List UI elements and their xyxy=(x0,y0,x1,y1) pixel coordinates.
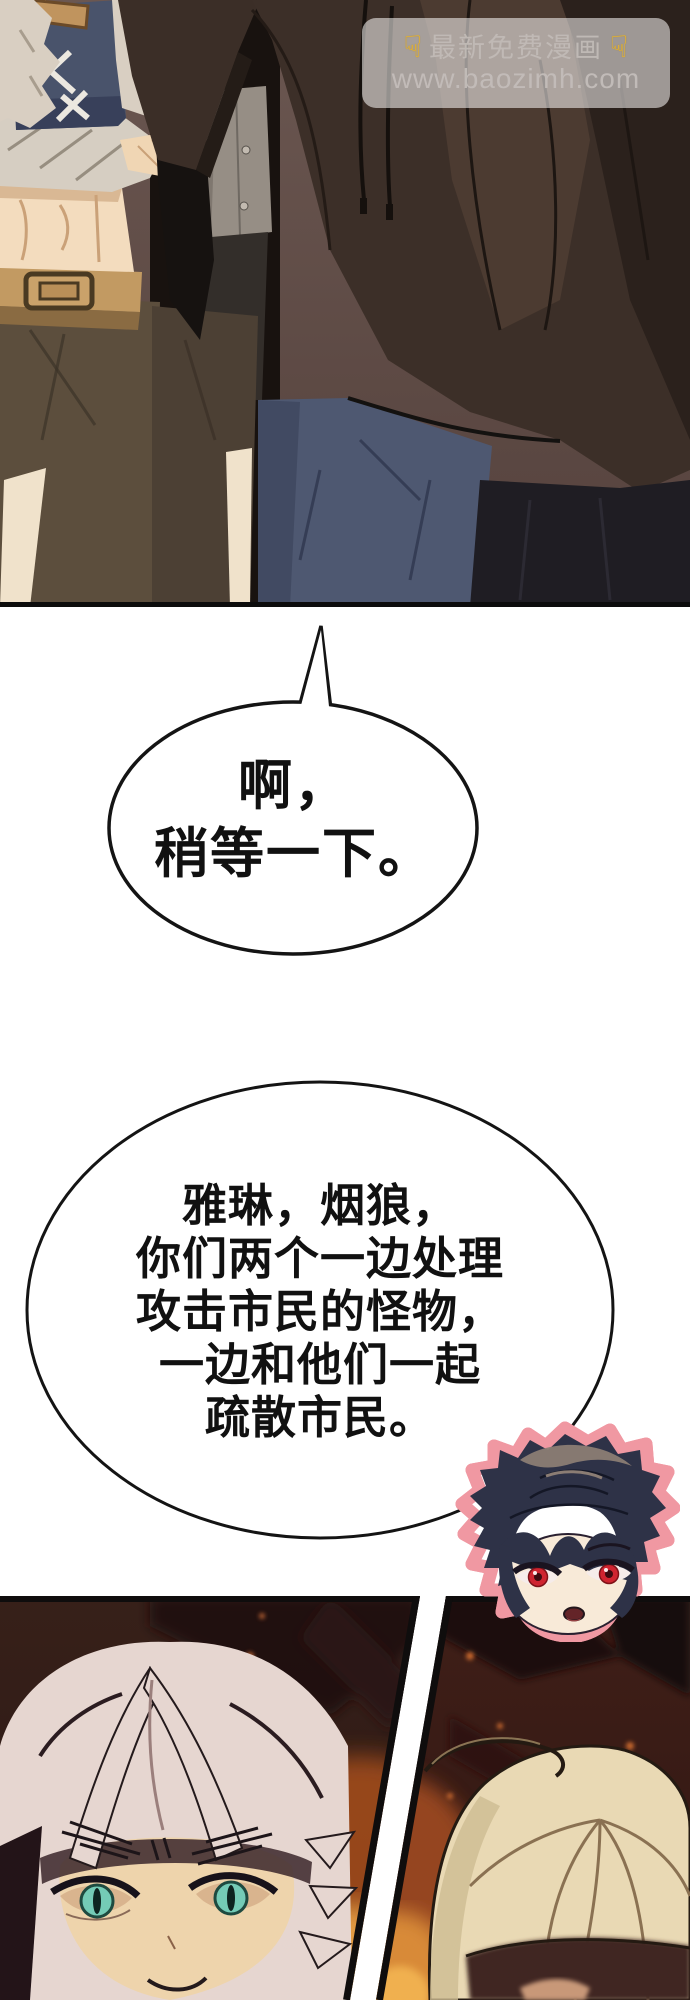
speech-bubble-1 xyxy=(107,625,479,956)
hoodie-character-jeans xyxy=(258,398,492,607)
bubble-line: 啊， xyxy=(238,756,350,816)
furrowed-brows xyxy=(61,1820,273,1866)
ahoge-hair-strand xyxy=(423,1739,566,1778)
smirk-mouth xyxy=(146,1976,208,1992)
chibi-eyebrow xyxy=(587,1543,631,1552)
watermark-title-row: ☟ 最新免费漫画 ☟ xyxy=(404,33,629,63)
speech-bubble-1-text: 啊， 稍等一下。 xyxy=(108,752,480,888)
burning-building-silhouette xyxy=(150,1596,420,1728)
angry-silver-haired-character xyxy=(0,1641,359,2000)
panel-divider-border xyxy=(343,1596,420,2000)
watermark: ☟ 最新免费漫画 ☟ www.baozimh.com xyxy=(362,18,670,108)
panel-divider-border xyxy=(376,1596,453,2000)
bubble-line: 攻击市民的怪物， xyxy=(135,1286,504,1337)
bubble-line: 一边和他们一起 xyxy=(158,1339,481,1390)
panel-top-border xyxy=(0,602,690,607)
panel-bottom-left xyxy=(0,1596,420,2000)
chibi-sticker-art xyxy=(455,1421,680,1642)
speech-bubble-2 xyxy=(25,1080,615,1540)
bubble-line: 你们两个一边处理 xyxy=(135,1233,504,1284)
panel-bottom-left-art xyxy=(0,1596,420,2000)
point-down-emoji-icon: ☟ xyxy=(610,31,629,64)
watermark-url: www.baozimh.com xyxy=(391,63,641,94)
bubble-line: 疏散市民。 xyxy=(204,1392,435,1443)
speech-bubble-2-text: 雅琳，烟狼， 你们两个一边处理 攻击市民的怪物， 一边和他们一起 疏散市民。 xyxy=(35,1179,605,1444)
shadowed-face-band xyxy=(466,1937,690,2000)
fur-coat-character xyxy=(0,0,258,607)
chibi-sticker xyxy=(450,1416,680,1642)
point-down-emoji-icon: ☟ xyxy=(403,31,422,64)
blonde-character-head xyxy=(423,1737,690,2000)
watermark-title: 最新免费漫画 xyxy=(429,32,603,63)
bubble-line: 稍等一下。 xyxy=(154,824,434,884)
chibi-red-eyes xyxy=(512,1543,635,1588)
chibi-open-mouth xyxy=(563,1606,585,1622)
bubble-line: 雅琳，烟狼， xyxy=(181,1180,458,1231)
teal-slit-eyes xyxy=(50,1872,279,1921)
